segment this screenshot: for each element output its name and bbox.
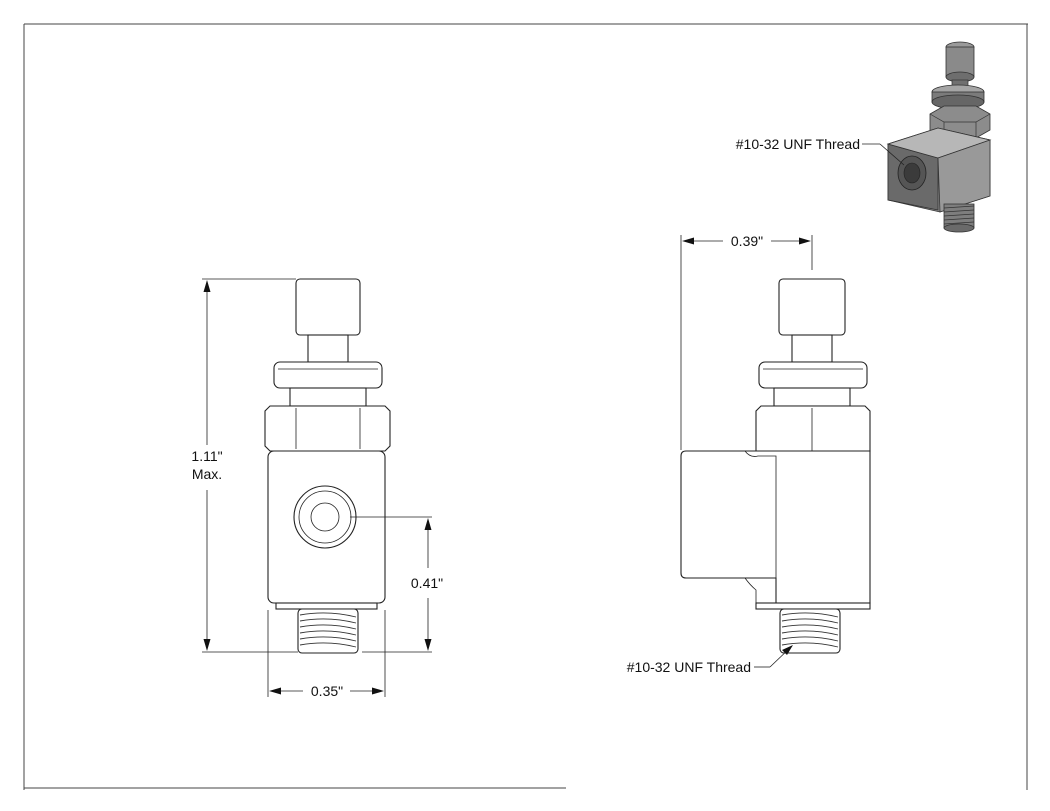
dimension-side-width [680, 235, 813, 450]
overall-height-note: Max. [192, 466, 222, 482]
side-hex [755, 405, 871, 452]
port-height-label: 0.41" [411, 575, 443, 591]
front-hex [264, 405, 391, 452]
dimension-body-width [267, 610, 386, 697]
side-thread [779, 608, 841, 654]
overall-height-label: 1.11" [191, 448, 222, 464]
front-knob [295, 278, 361, 336]
thread-callout-side-leader [754, 645, 793, 668]
side-body [680, 450, 871, 604]
thread-callout-iso-leader [862, 143, 905, 166]
front-port-outer [293, 485, 357, 549]
side-view [680, 278, 871, 654]
front-neck [289, 387, 367, 407]
side-width-label: 0.39" [731, 233, 763, 249]
side-neck [773, 387, 851, 407]
thread-callout-iso: #10-32 UNF Thread [736, 136, 860, 152]
front-locknut [273, 361, 383, 389]
front-view [264, 278, 391, 654]
dimension-overall-height [202, 278, 298, 653]
side-locknut [758, 361, 868, 389]
sheet-border [23, 23, 1028, 790]
side-base [755, 602, 871, 610]
front-thread [297, 608, 359, 654]
thread-callout-side: #10-32 UNF Thread [627, 659, 751, 675]
side-stem [791, 334, 833, 363]
side-knob [778, 278, 846, 336]
body-width-label: 0.35" [311, 683, 343, 699]
front-stem [307, 334, 349, 363]
isometric-view [886, 41, 992, 233]
front-base [275, 602, 378, 610]
dimension-port-height [350, 516, 432, 653]
